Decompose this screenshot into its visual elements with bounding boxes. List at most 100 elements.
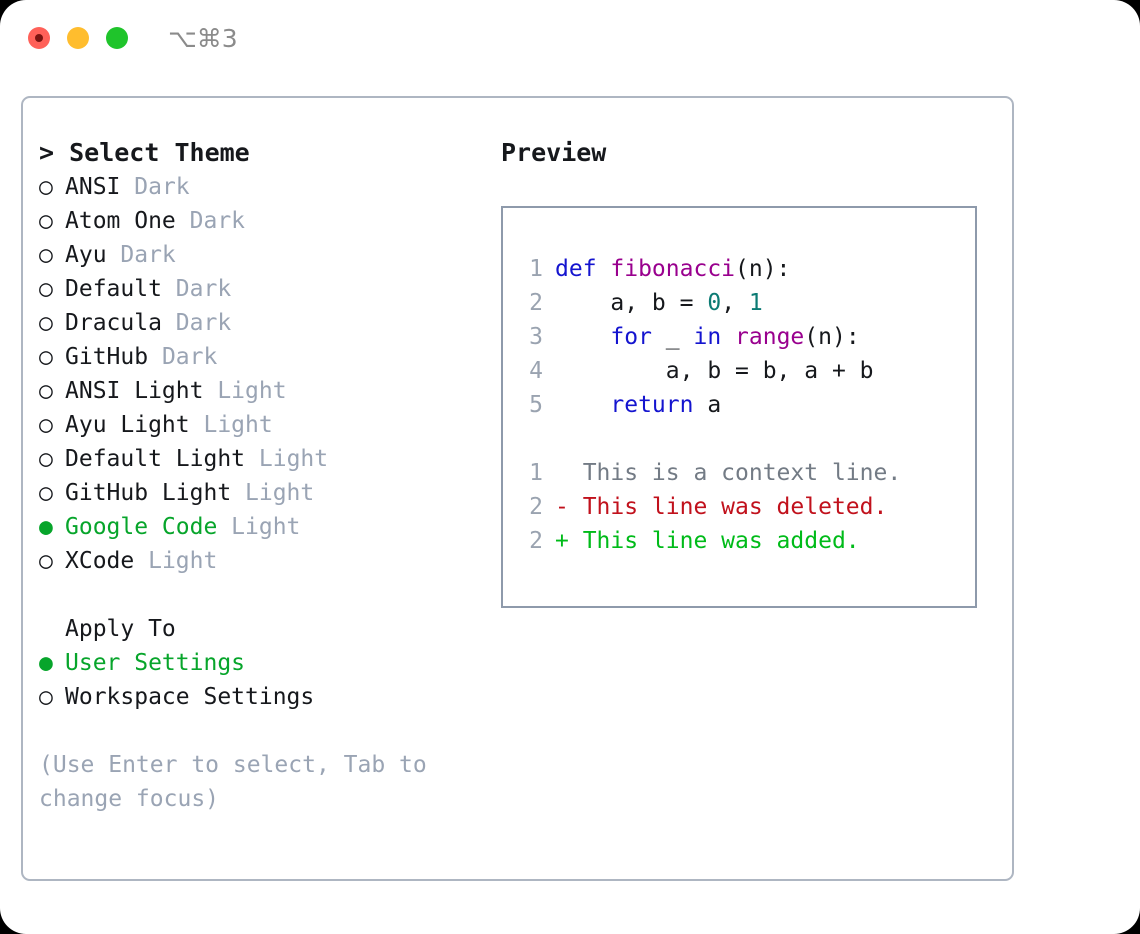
- theme-variant-tag: Dark: [175, 310, 232, 336]
- code-line: 5 return a: [517, 388, 975, 422]
- line-number: 2: [529, 494, 543, 520]
- radio-selected-icon: ●: [39, 514, 53, 540]
- radio-unselected-icon: ○: [39, 684, 53, 710]
- theme-variant-tag: Light: [203, 412, 273, 438]
- theme-name: ANSI Light: [65, 378, 218, 404]
- theme-option[interactable]: ○ XCode Light: [39, 544, 489, 578]
- theme-name: Atom One: [65, 208, 190, 234]
- diff-line: 1 This is a context line.: [517, 456, 975, 490]
- theme-variant-tag: Dark: [120, 242, 176, 268]
- keyboard-shortcut-label: ⌥⌘3: [168, 24, 238, 53]
- theme-option[interactable]: ○ Atom One Dark: [39, 204, 489, 238]
- minimize-button[interactable]: [67, 27, 89, 49]
- code-token: return: [610, 392, 694, 418]
- apply-to-label: User Settings: [65, 650, 246, 676]
- theme-name: Ayu: [65, 242, 121, 268]
- code-token: a: [693, 392, 722, 418]
- theme-name: ANSI: [65, 174, 135, 200]
- diff-text: - This line was deleted.: [555, 494, 888, 520]
- close-button[interactable]: [28, 27, 50, 49]
- theme-name: Default: [65, 276, 176, 302]
- apply-to-option[interactable]: ○ Workspace Settings: [39, 680, 489, 714]
- theme-name: GitHub Light: [65, 480, 246, 506]
- keyboard-hint-text: (Use Enter to select, Tab to change focu…: [39, 752, 427, 812]
- line-number: 3: [529, 324, 543, 350]
- theme-variant-tag: Light: [231, 514, 301, 540]
- code-gap: [517, 422, 975, 456]
- radio-unselected-icon: ○: [39, 310, 53, 336]
- zoom-button[interactable]: [106, 27, 128, 49]
- theme-name: Default Light: [65, 446, 259, 472]
- code-token: fibonacci: [610, 256, 736, 282]
- apply-to-list[interactable]: ● User Settings ○ Workspace Settings: [39, 646, 489, 714]
- theme-name: Ayu Light: [65, 412, 204, 438]
- theme-option[interactable]: ○ Ayu Light Light: [39, 408, 489, 442]
- code-token: for: [610, 324, 652, 350]
- line-number: 1: [529, 460, 543, 486]
- theme-variant-tag: Light: [217, 378, 287, 404]
- theme-option[interactable]: ○ Default Dark: [39, 272, 489, 306]
- theme-name: XCode: [65, 548, 149, 574]
- diff-text: This is a context line.: [555, 460, 902, 486]
- theme-variant-tag: Light: [148, 548, 218, 574]
- apply-to-label: Workspace Settings: [65, 684, 315, 710]
- title-bar: ⌥⌘3: [0, 0, 1140, 76]
- theme-list[interactable]: ○ANSI Dark○Atom One Dark○Ayu Dark○Defaul…: [39, 170, 489, 578]
- theme-option[interactable]: ● Google Code Light: [39, 510, 489, 544]
- radio-unselected-icon: ○: [39, 174, 53, 200]
- diff-line: 2 - This line was deleted.: [517, 490, 975, 524]
- theme-name: Google Code: [65, 514, 232, 540]
- line-number: 4: [529, 358, 543, 384]
- code-token: a, b = b, a + b: [555, 358, 874, 384]
- theme-option[interactable]: ○GitHub Dark: [39, 340, 489, 374]
- theme-name: Dracula: [65, 310, 176, 336]
- theme-variant-tag: Dark: [161, 344, 218, 370]
- code-token: _: [651, 324, 694, 350]
- code-line: 3 for _ in range(n):: [517, 320, 975, 354]
- code-token: [721, 324, 735, 350]
- radio-unselected-icon: ○: [39, 276, 53, 302]
- theme-variant-tag: Dark: [175, 276, 232, 302]
- code-token: def: [555, 256, 611, 282]
- line-number: 5: [529, 392, 543, 418]
- theme-option[interactable]: ○GitHub Light Light: [39, 476, 489, 510]
- code-line: 4 a, b = b, a + b: [517, 354, 975, 388]
- theme-option[interactable]: ○ Dracula Dark: [39, 306, 489, 340]
- theme-option[interactable]: ○Ayu Dark: [39, 238, 489, 272]
- theme-option[interactable]: ○ANSI Dark: [39, 170, 489, 204]
- list-spacer: [39, 578, 489, 612]
- theme-variant-tag: Light: [258, 446, 329, 472]
- apply-to-option[interactable]: ● User Settings: [39, 646, 489, 680]
- code-token: (n):: [804, 324, 860, 350]
- preview-heading: Preview: [501, 138, 607, 167]
- code-token: in: [693, 324, 722, 350]
- apply-to-heading: Apply To: [65, 616, 176, 642]
- line-number: 2: [529, 290, 543, 316]
- radio-unselected-icon: ○: [39, 412, 53, 438]
- theme-variant-tag: Dark: [189, 208, 246, 234]
- radio-unselected-icon: ○: [39, 548, 53, 574]
- radio-selected-icon: ●: [39, 650, 53, 676]
- diff-text: + This line was added.: [555, 528, 860, 554]
- code-token: 1: [748, 290, 763, 316]
- radio-unselected-icon: ○: [39, 208, 53, 234]
- select-theme-heading: > Select Theme: [39, 138, 250, 167]
- theme-option[interactable]: ○ ANSI Light Light: [39, 374, 489, 408]
- code-line: 2 a, b = 0, 1: [517, 286, 975, 320]
- diff-sample: 1 This is a context line. 2 - This line wa…: [517, 456, 975, 558]
- theme-selector-column: > Select Theme ○ANSI Dark○Atom One Dark○…: [39, 136, 489, 816]
- code-token: [555, 392, 610, 418]
- theme-name: GitHub: [65, 344, 162, 370]
- radio-unselected-icon: ○: [39, 480, 53, 506]
- content-panel: > Select Theme ○ANSI Dark○Atom One Dark○…: [21, 96, 1014, 881]
- theme-option[interactable]: ○Default Light Light: [39, 442, 489, 476]
- code-token: a, b =: [555, 290, 708, 316]
- line-number: 1: [529, 256, 543, 282]
- radio-unselected-icon: ○: [39, 378, 53, 404]
